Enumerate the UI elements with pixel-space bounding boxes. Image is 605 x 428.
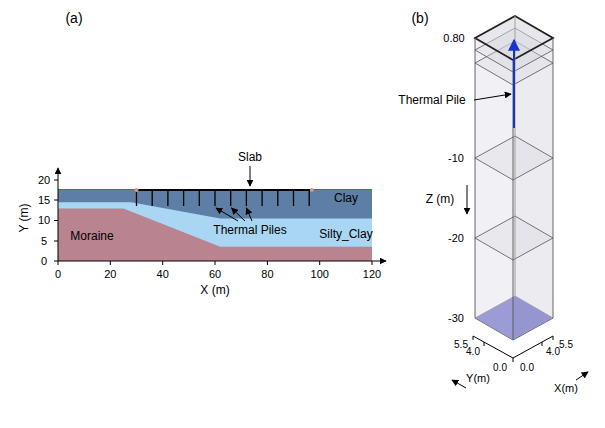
tick-label: 5.5 bbox=[559, 340, 573, 350]
axis-title: X (m) bbox=[200, 284, 229, 296]
level-label: 0.80 bbox=[443, 33, 464, 44]
tick-label: 10 bbox=[38, 215, 50, 226]
layer-name: Clay bbox=[334, 192, 358, 204]
tick-label: 120 bbox=[363, 269, 381, 280]
column-edges bbox=[475, 16, 553, 340]
mesh-levels bbox=[475, 28, 553, 260]
tick-label: 0 bbox=[55, 269, 61, 280]
layer-name: Silty_Clay bbox=[319, 228, 372, 240]
level-label: -10 bbox=[448, 153, 464, 164]
axis-title: Y(m) bbox=[466, 373, 490, 384]
slab-leader bbox=[250, 166, 251, 186]
level-label: -20 bbox=[448, 233, 464, 244]
part-name: Thermal Pile bbox=[398, 94, 465, 106]
axis-title: Z (m) bbox=[426, 193, 455, 205]
y-axis bbox=[58, 168, 59, 261]
pile-leader bbox=[474, 94, 511, 100]
tick-label: 5.5 bbox=[454, 340, 468, 350]
column-face bbox=[513, 38, 553, 340]
tick-label: 20 bbox=[104, 269, 116, 280]
z-axis-arrow bbox=[467, 185, 468, 214]
axis-title: X(m) bbox=[554, 383, 578, 394]
x-direction-arrow bbox=[576, 372, 588, 380]
ground-surface bbox=[58, 189, 372, 190]
part-name: Slab bbox=[238, 151, 262, 163]
tick-label: 15 bbox=[38, 195, 50, 206]
pile-leaders bbox=[216, 208, 252, 221]
base-axes bbox=[473, 336, 553, 362]
slab-end bbox=[310, 188, 314, 192]
tick-label: 80 bbox=[261, 269, 273, 280]
tick-label: 0.0 bbox=[493, 363, 507, 373]
tick-label: 100 bbox=[311, 269, 329, 280]
tick-label: 0 bbox=[41, 256, 47, 267]
slab-end bbox=[135, 188, 139, 192]
tick-label: 40 bbox=[157, 269, 169, 280]
panel-letter: (a) bbox=[65, 11, 82, 25]
thermal-piles bbox=[137, 190, 310, 206]
level-label: -30 bbox=[448, 313, 464, 324]
tick-label: 60 bbox=[209, 269, 221, 280]
panel-letter: (b) bbox=[411, 11, 428, 25]
part-name: Thermal Piles bbox=[213, 224, 286, 236]
moraine-layer bbox=[58, 208, 372, 261]
tick-label: 4.0 bbox=[546, 347, 560, 357]
tick-label: 4.0 bbox=[466, 347, 480, 357]
column-face bbox=[475, 38, 513, 340]
silty-clay-layer bbox=[58, 202, 372, 261]
tick-label: 5 bbox=[41, 236, 47, 247]
tick-label: 20 bbox=[38, 175, 50, 186]
axis-title: Y (m) bbox=[18, 203, 30, 232]
x-axis bbox=[58, 261, 386, 262]
axis-ticks bbox=[54, 180, 372, 265]
tick-label: 0.0 bbox=[520, 363, 534, 373]
thermal-pile bbox=[513, 40, 515, 128]
slab bbox=[137, 189, 312, 191]
clay-layer bbox=[58, 190, 372, 261]
layer-name: Moraine bbox=[70, 230, 113, 242]
y-direction-arrow bbox=[452, 380, 466, 388]
